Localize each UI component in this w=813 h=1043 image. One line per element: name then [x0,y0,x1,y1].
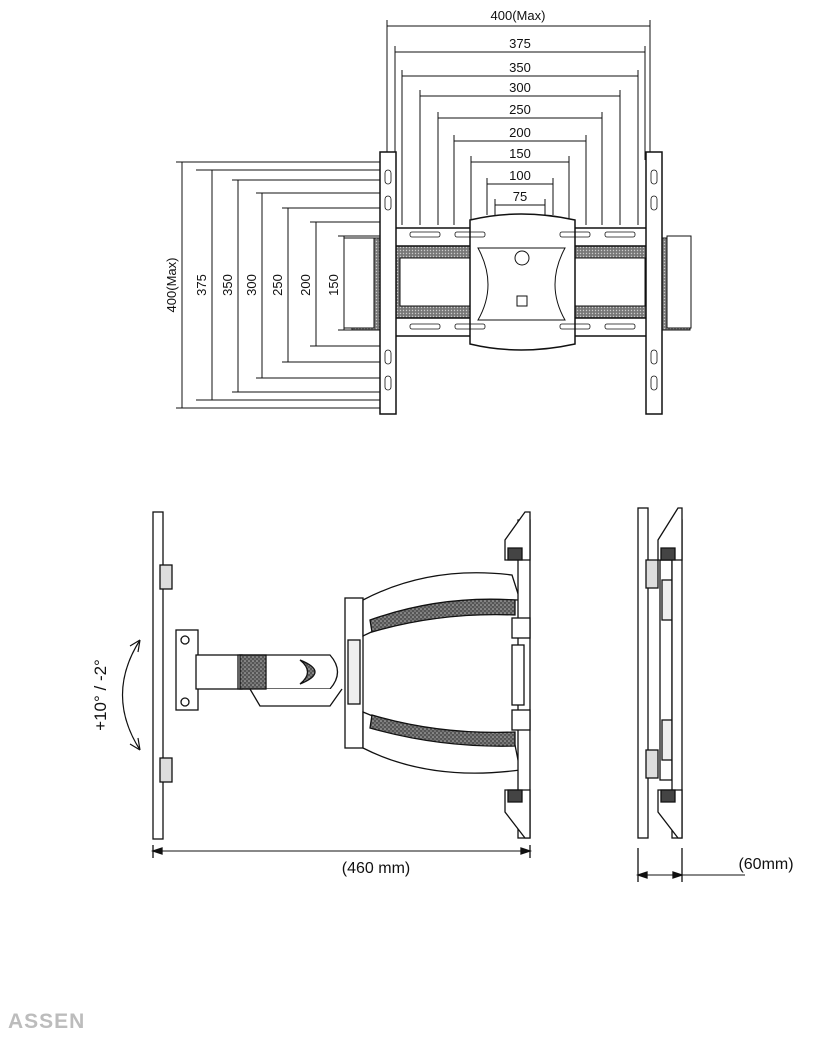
width-460mm-label: (460 mm) [342,860,410,877]
side-view-labels: +10° / -2° (460 mm) [91,659,410,877]
side-view [121,511,533,858]
dim-h-300: 300 [509,80,531,95]
depth-60mm-label: (60mm) [738,856,793,873]
dim-v-400max: 400(Max) [164,258,179,313]
front-view-labels: 400(Max) 375 350 300 250 200 150 100 75 … [164,8,545,312]
dim-h-375: 375 [509,36,531,51]
dim-h-350: 350 [509,60,531,75]
dim-v-150: 150 [326,274,341,296]
horizontal-dimension-lines [386,20,651,225]
profile-view-labels: (60mm) [738,856,793,873]
dim-v-375: 375 [194,274,209,296]
dim-h-250: 250 [509,102,531,117]
dim-h-400max: 400(Max) [491,8,546,23]
dim-v-300: 300 [244,274,259,296]
dim-h-150: 150 [509,146,531,161]
dim-v-200: 200 [298,274,313,296]
dim-h-75: 75 [513,189,527,204]
dim-h-100: 100 [509,168,531,183]
profile-view [635,507,745,882]
front-view [176,20,692,415]
dim-h-200: 200 [509,125,531,140]
brand-watermark: ASSEN [8,1010,86,1033]
dim-v-350: 350 [220,274,235,296]
dim-v-250: 250 [270,274,285,296]
tilt-range-label: +10° / -2° [91,659,110,731]
